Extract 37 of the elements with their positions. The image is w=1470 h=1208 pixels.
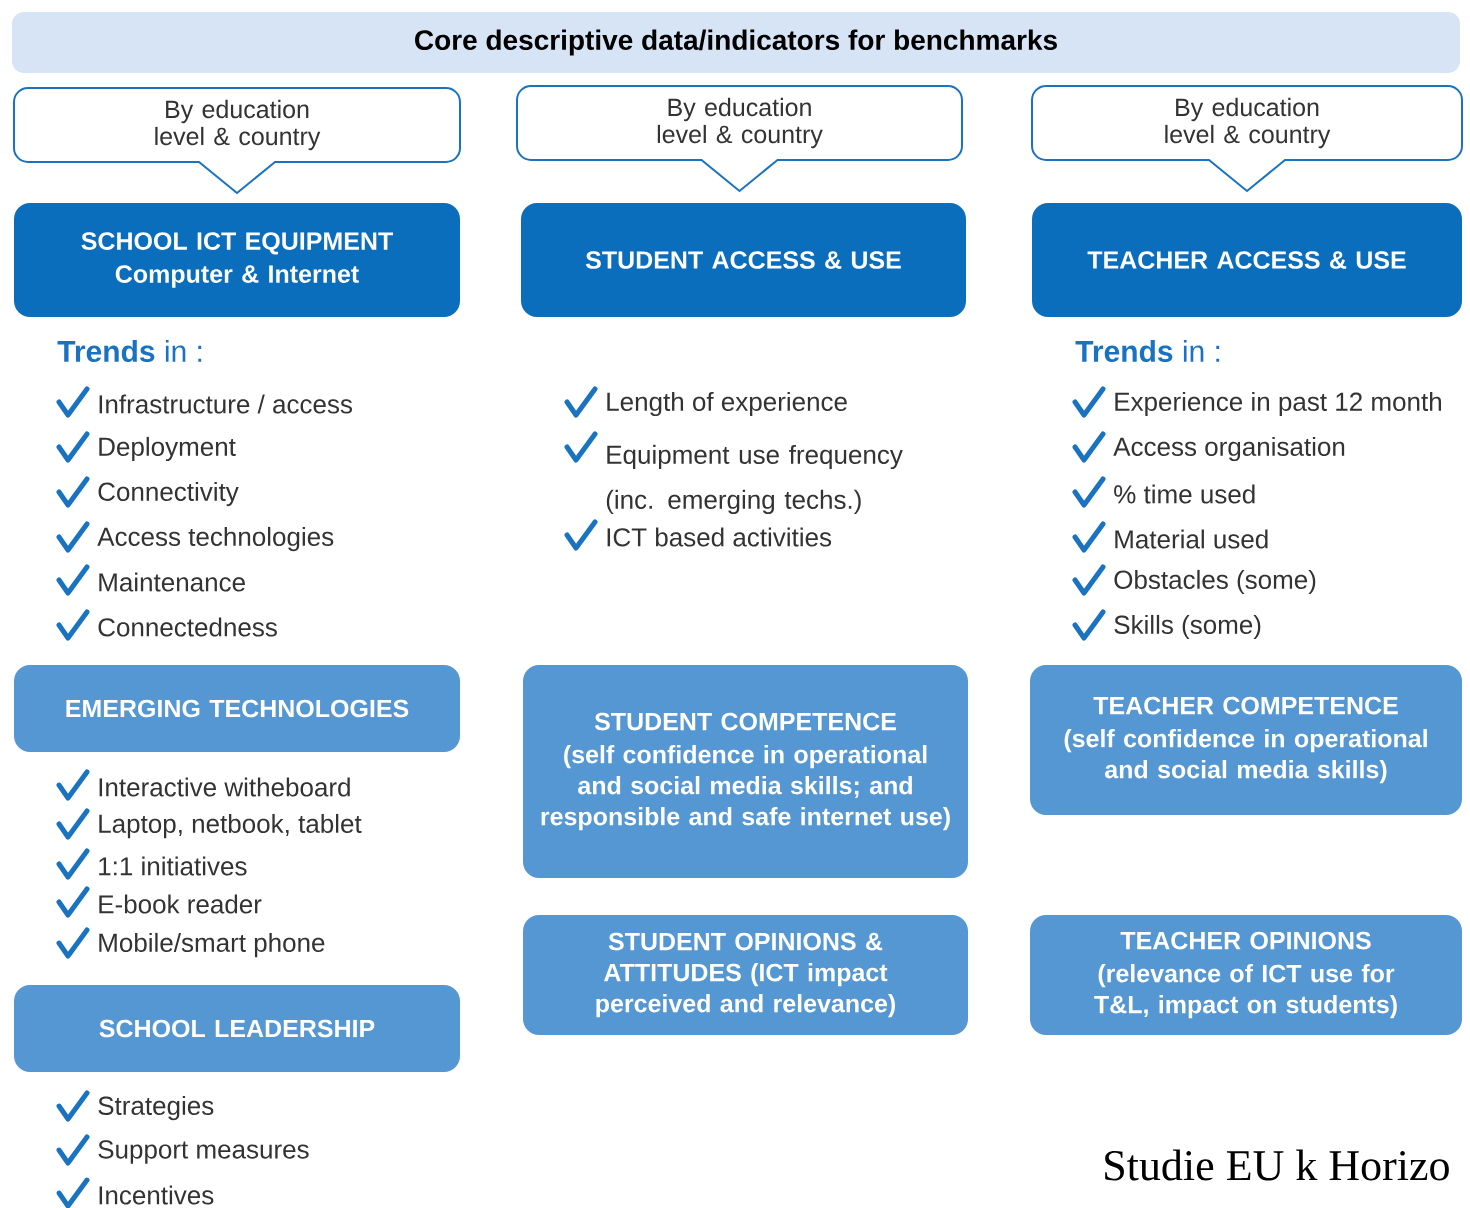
list-item: Length of experience [607, 391, 847, 417]
list-item: Mobile/smart phone [99, 932, 325, 958]
title-band: Core descriptive data/indicators for benchmarks [12, 12, 1460, 73]
category-box: EMERGING TECHNOLOGIES [14, 665, 460, 752]
category-box: SCHOOL LEADERSHIP [14, 985, 460, 1072]
source-note: Studie EU k Horizo [1105, 1149, 1449, 1181]
list-item: ICT based activities [607, 527, 832, 547]
list-item: Infrastructure / access [99, 394, 352, 414]
list-item: Support measures [98, 1140, 309, 1164]
category-box: STUDENT OPINIONS & ATTITUDES (ICT impact perceived and relevance) [523, 915, 968, 1035]
list-item: Equipment use frequency (inc. emerging techs.) [606, 444, 903, 515]
list-item: Laptop, netbook, tablet [99, 813, 362, 839]
list-item: Material used [1115, 529, 1268, 549]
list-item: Access technologies [97, 526, 334, 552]
category-box: STUDENT COMPETENCE (self confidence in operational and social media skills; and responsible and safe internet use) [523, 665, 968, 878]
list-item: Connectedness [98, 617, 277, 637]
list-item: Skills (some) [1114, 614, 1261, 640]
speech-bubble: By education level & country [516, 85, 963, 192]
list-item: % time used [1114, 484, 1255, 504]
list-item: Strategies [98, 1095, 214, 1121]
speech-bubble: By education level & country [1031, 85, 1463, 192]
category-box: TEACHER COMPETENCE (self confidence in operational and social media skills) [1030, 665, 1462, 815]
speech-bubble: By education level & country [13, 87, 461, 194]
list-item: Maintenance [99, 572, 245, 592]
list-item: 1:1 initiatives [99, 856, 247, 876]
list-item: Incentives [99, 1185, 214, 1205]
list-item: Connectivity [98, 481, 239, 507]
category-box: TEACHER ACCESS & USE [1032, 203, 1462, 317]
list-item: Deployment [99, 436, 236, 462]
category-box: STUDENT ACCESS & USE [521, 203, 966, 317]
list-item: Interactive witheboard [99, 777, 350, 797]
category-box: SCHOOL ICT EQUIPMENT Computer & Internet [14, 203, 460, 317]
list-item: Experience in past 12 month [1115, 391, 1441, 417]
category-box: TEACHER OPINIONS (relevance of ICT use for T&L, impact on students) [1030, 915, 1462, 1035]
list-item: E-book reader [99, 894, 262, 914]
list-item: Obstacles (some) [1114, 569, 1316, 595]
list-item: Access organisation [1113, 436, 1345, 462]
